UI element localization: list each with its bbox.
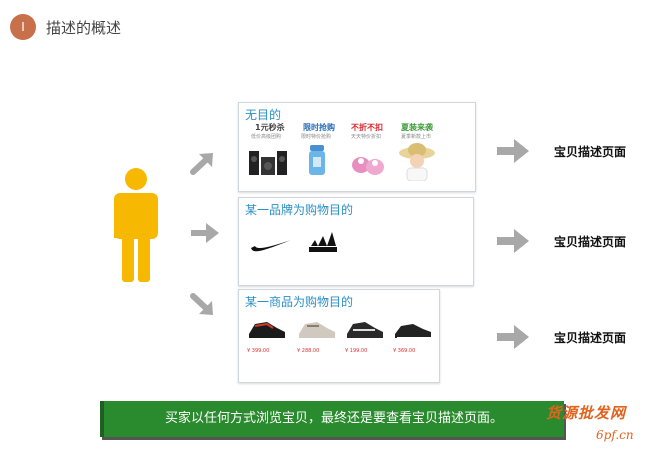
category-sub: 限时特价抢购	[301, 134, 332, 140]
conclusion-banner: 买家以任何方式浏览宝贝，最终还是要查看宝贝描述页面。	[100, 401, 564, 437]
shoe-product-image	[299, 322, 335, 338]
destination-label: 宝贝描述页面	[554, 331, 627, 345]
speaker-product-image	[249, 151, 287, 175]
adidas-logo	[309, 232, 337, 252]
arrow-right-icon	[497, 325, 529, 349]
product-price: ¥ 288.00	[297, 348, 320, 354]
section-number-badge: I	[10, 14, 36, 40]
product-price: ¥ 399.00	[247, 348, 270, 354]
watermark-text: 货源批发网	[546, 404, 627, 422]
arrow-right-icon	[497, 229, 529, 253]
category-sub: 夏季新款上市	[401, 134, 432, 140]
arrow-right-icon	[191, 223, 219, 243]
category-label: 限时抢购	[303, 123, 335, 132]
panel-title: 无目的	[245, 108, 282, 122]
kids-shoes-product-image	[352, 157, 384, 175]
watermark-url: 6pf.cn	[596, 428, 634, 442]
arrow-right-icon	[497, 139, 529, 163]
arrow-down-right-icon	[190, 293, 213, 315]
person-icon	[114, 168, 158, 282]
category-sub: 低价高级团购	[251, 134, 282, 140]
product-price: ¥ 369.00	[393, 348, 416, 354]
shoe-product-image	[347, 322, 383, 338]
summer-model-image	[399, 143, 435, 181]
destination-label: 宝贝描述页面	[554, 145, 627, 159]
category-label: 1元秒杀	[255, 123, 285, 132]
arrow-up-right-icon	[190, 153, 213, 175]
bottle-product-image	[309, 145, 325, 175]
nike-logo	[251, 240, 291, 252]
shoe-product-image	[395, 324, 431, 339]
panel-title: 某一品牌为购物目的	[245, 203, 354, 217]
page-title: 描述的概述	[46, 19, 122, 37]
panel-brand-purpose: 某一品牌为购物目的	[238, 197, 474, 286]
category-label: 夏装来袭	[401, 123, 433, 132]
panel-product-purpose: 某一商品为购物目的 ¥ 399.00 ¥ 288.00 ¥ 199.00 ¥ 3…	[238, 289, 440, 383]
category-label: 不折不扣	[351, 123, 383, 132]
panel-no-purpose: 无目的 1元秒杀 低价高级团购 限时抢购 限时特价抢购 不折不扣 天天特价折扣 …	[238, 102, 476, 192]
category-sub: 天天特价折扣	[351, 134, 382, 140]
shoe-product-image	[249, 322, 285, 338]
product-price: ¥ 199.00	[345, 348, 368, 354]
destination-label: 宝贝描述页面	[554, 235, 627, 249]
panel-title: 某一商品为购物目的	[245, 295, 354, 309]
